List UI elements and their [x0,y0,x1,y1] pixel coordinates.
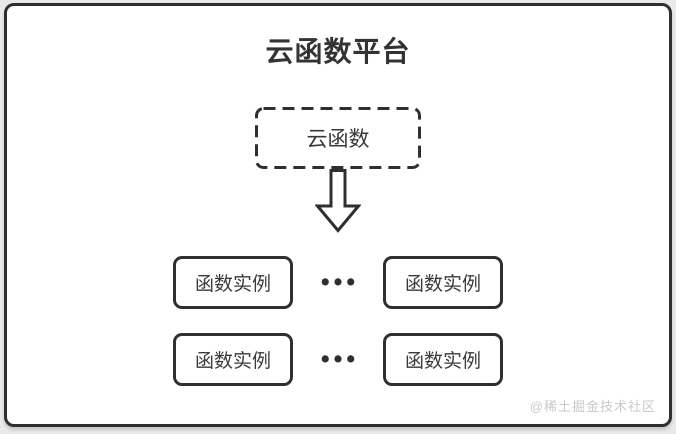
watermark: @稀土掘金技术社区 [529,399,656,414]
dashed-border-icon [255,107,421,169]
function-instance-box: 函数实例 [173,256,293,309]
instance-row: 函数实例 ••• 函数实例 [7,256,669,309]
ellipsis-icon: ••• [320,345,360,373]
cloud-function-box: 云函数 [255,107,421,169]
ellipsis-icon: ••• [320,268,360,296]
function-instance-box: 函数实例 [173,333,293,386]
diagram-title: 云函数平台 [265,36,411,67]
instance-row: 函数实例 ••• 函数实例 [7,333,669,386]
platform-card: 云函数平台 云函数 函数实例 ••• 函数实例 函数实例 ••• 函数实例 @稀… [4,3,672,427]
cloud-function-label: 云函数 [306,128,370,151]
function-instance-box: 函数实例 [383,256,503,309]
function-instance-box: 函数实例 [383,333,503,386]
down-arrow-icon [315,169,361,233]
